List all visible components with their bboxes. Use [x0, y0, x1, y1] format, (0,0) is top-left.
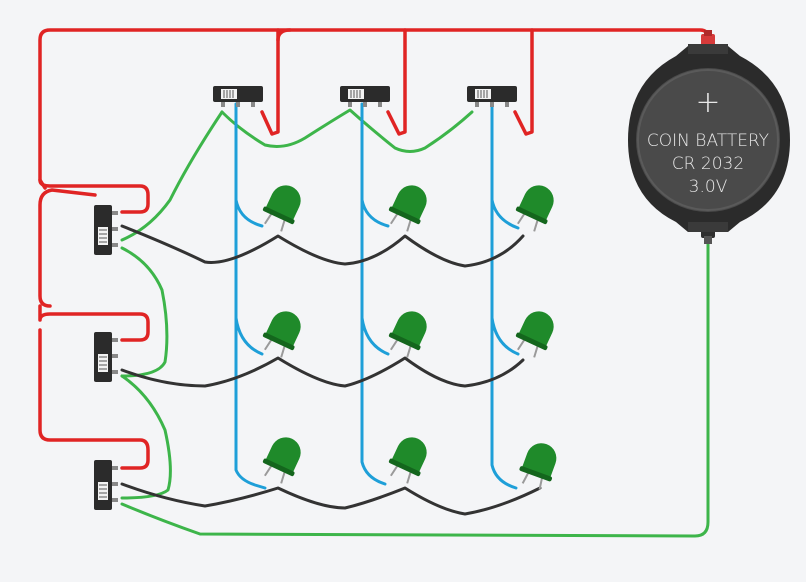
power-wire-row1[interactable] [38, 178, 150, 214]
power-wire-row3[interactable] [38, 328, 150, 470]
led-icon[interactable] [258, 432, 308, 487]
cathode-row3[interactable] [120, 482, 542, 516]
cathode-wires [120, 224, 542, 516]
switch-row3-control[interactable] [120, 374, 172, 500]
anode-col2-led1 [360, 198, 390, 228]
power-wire-row1-return[interactable] [38, 188, 97, 308]
column-link-wire[interactable] [220, 108, 474, 153]
slide-switch-icon[interactable] [467, 86, 517, 107]
slide-switch-icon[interactable] [94, 460, 118, 510]
column-switches [213, 86, 517, 107]
power-stub-col1 [276, 28, 292, 42]
slide-switch-icon[interactable] [94, 205, 118, 255]
led-icon[interactable] [258, 180, 308, 235]
anode-col1-led2 [234, 316, 264, 356]
led-grid [258, 180, 562, 492]
power-wire-col2[interactable] [386, 28, 407, 136]
slide-switch-icon[interactable] [94, 332, 118, 382]
slide-switch-icon[interactable] [340, 86, 390, 107]
anode-col3-led1 [490, 198, 520, 230]
anode-col1-led1 [234, 198, 264, 228]
battery-voltage: 3.0V [689, 177, 728, 197]
anode-col3[interactable] [490, 102, 518, 490]
anode-col3-led2 [490, 316, 520, 356]
switch-row2-control[interactable] [120, 246, 169, 378]
ground-wires [120, 108, 710, 538]
slide-switch-icon[interactable] [213, 86, 263, 107]
battery-plus-symbol: + [695, 85, 720, 120]
anode-col1[interactable] [234, 102, 267, 490]
switch-row1-control[interactable] [120, 110, 224, 242]
power-wire-col1[interactable] [260, 28, 280, 136]
led-icon[interactable] [384, 432, 434, 487]
led-icon[interactable] [384, 306, 434, 361]
cathode-row2[interactable] [120, 356, 525, 388]
led-icon[interactable] [511, 306, 561, 361]
power-wire-col3[interactable] [513, 28, 534, 136]
led-icon[interactable] [384, 180, 434, 235]
power-bus-top[interactable] [38, 28, 710, 190]
row-switches [94, 205, 118, 510]
led-icon[interactable] [258, 306, 308, 361]
led-icon[interactable] [511, 180, 561, 235]
power-wire-row2[interactable] [38, 304, 150, 342]
battery-label: COIN BATTERY [647, 131, 769, 151]
anode-col2-led2 [360, 316, 390, 356]
coin-cell-battery-icon[interactable]: + COIN BATTERY CR 2032 3.0V [628, 30, 790, 244]
anode-col2[interactable] [360, 102, 387, 486]
cathode-row1[interactable] [120, 224, 525, 268]
anode-wires [234, 102, 520, 490]
battery-model: CR 2032 [672, 154, 744, 174]
battery-ground-wire[interactable] [120, 240, 710, 538]
led-icon[interactable] [515, 438, 562, 492]
